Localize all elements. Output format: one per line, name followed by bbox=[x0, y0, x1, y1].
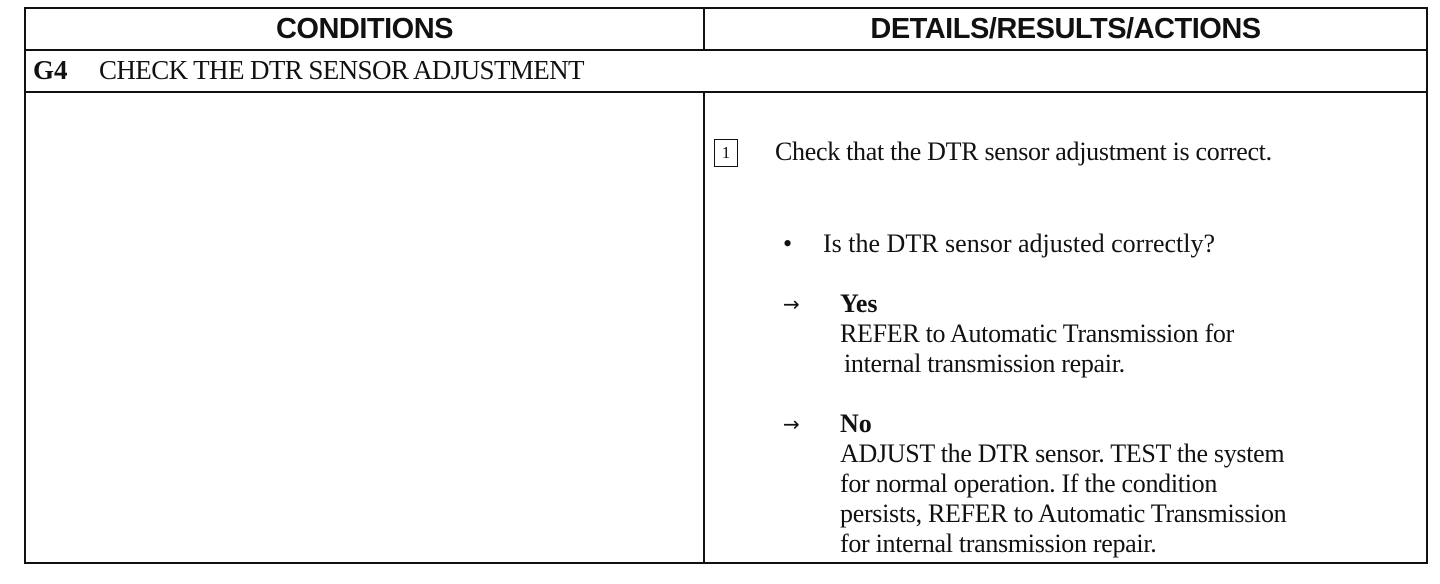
answer-no-text: ADJUST the DTR sensor. TEST the system f… bbox=[840, 439, 1400, 559]
bullet-icon: • bbox=[783, 229, 793, 258]
question-text: Is the DTR sensor adjusted correctly? bbox=[823, 229, 1216, 258]
details-header: DETAILS/RESULTS/ACTIONS bbox=[870, 12, 1261, 45]
answer-no-label: No bbox=[840, 409, 872, 438]
answer-no-line: for internal transmission repair. bbox=[840, 529, 1157, 558]
step-body-row: 1 Check that the DTR sensor adjustment i… bbox=[26, 91, 1426, 562]
answer-yes-label: Yes bbox=[840, 289, 878, 318]
diagnostic-table: CONDITIONS DETAILS/RESULTS/ACTIONS G4 CH… bbox=[24, 7, 1428, 564]
question-item: • Is the DTR sensor adjusted correctly? bbox=[783, 229, 1215, 259]
answer-yes-line: internal transmission repair. bbox=[844, 349, 1125, 378]
table-header-row: CONDITIONS DETAILS/RESULTS/ACTIONS bbox=[26, 9, 1426, 51]
details-cell: 1 Check that the DTR sensor adjustment i… bbox=[705, 91, 1426, 562]
check-instruction: Check that the DTR sensor adjustment is … bbox=[775, 137, 1272, 166]
answer-no-line: persists, REFER to Automatic Transmissio… bbox=[840, 499, 1287, 528]
column-divider bbox=[703, 91, 705, 562]
arrow-right-icon: → bbox=[783, 292, 800, 316]
conditions-header: CONDITIONS bbox=[26, 9, 705, 49]
answer-yes-text: REFER to Automatic Transmission for inte… bbox=[840, 319, 1400, 379]
answer-yes-line: REFER to Automatic Transmission for bbox=[840, 319, 1234, 348]
step-number-box: 1 bbox=[714, 139, 738, 167]
answer-no-line: for normal operation. If the condition bbox=[840, 469, 1218, 498]
answer-no-line: ADJUST the DTR sensor. TEST the system bbox=[840, 439, 1285, 468]
arrow-right-icon: → bbox=[783, 412, 800, 436]
step-title-row: G4 CHECK THE DTR SENSOR ADJUSTMENT bbox=[26, 49, 1426, 93]
step-code: G4 bbox=[33, 54, 68, 85]
step-title: CHECK THE DTR SENSOR ADJUSTMENT bbox=[99, 54, 585, 85]
